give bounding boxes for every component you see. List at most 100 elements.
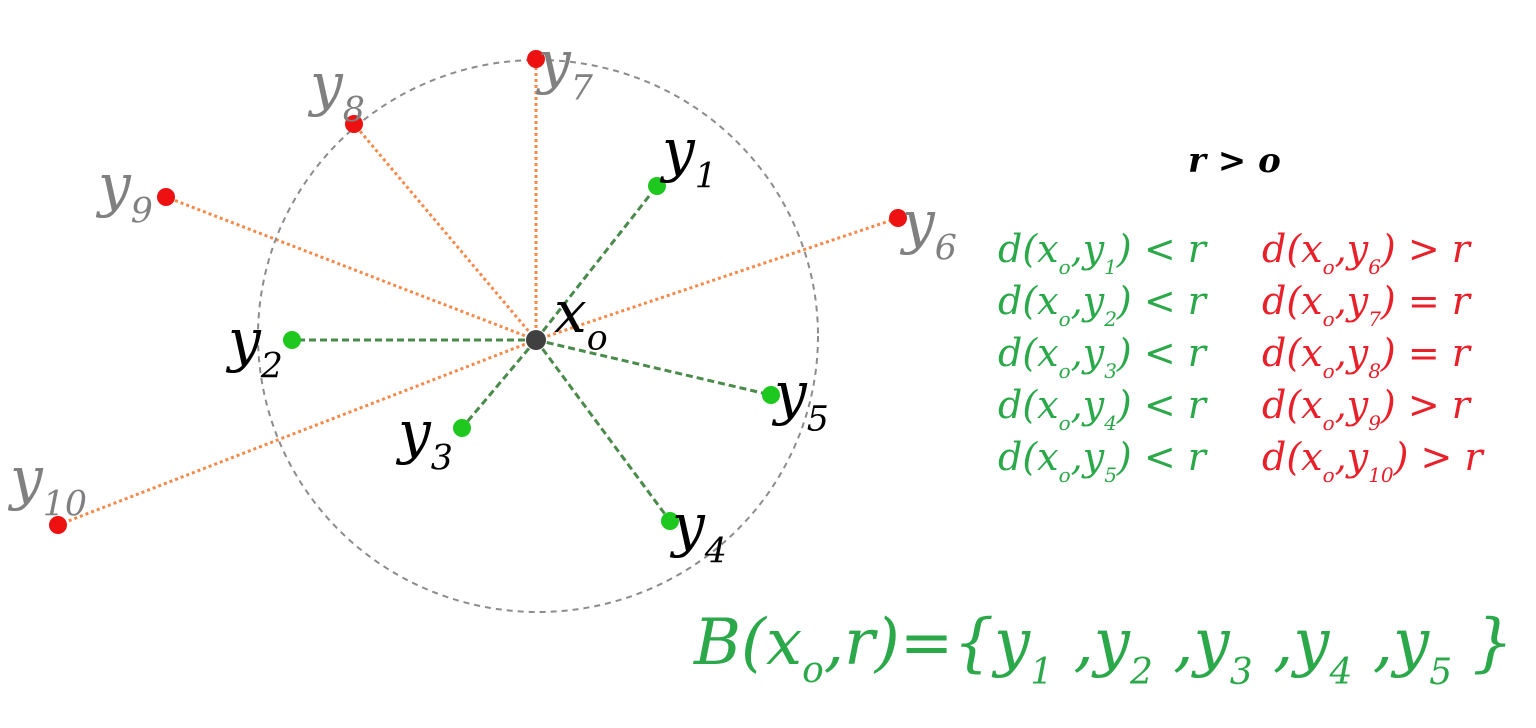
- relation-part: < r: [1132, 227, 1209, 271]
- relation-part: 8: [1368, 359, 1381, 383]
- outside-point-label: y7: [535, 28, 594, 108]
- relation-part: 10: [1368, 463, 1394, 487]
- relation-part: ,y: [1335, 383, 1369, 427]
- relation-part: ,y: [1335, 279, 1369, 323]
- formula-part: ,r)={: [824, 606, 994, 680]
- relation-part: d(x: [998, 227, 1059, 271]
- label-subscript: 4: [704, 531, 727, 571]
- relation-part: ): [1380, 383, 1396, 427]
- relation-part: o: [1323, 463, 1335, 487]
- label-subscript: 2: [260, 346, 283, 386]
- outside-relation: d(xo,y6) > r: [1262, 227, 1473, 279]
- inside-relation: d(xo,y5) < r: [998, 435, 1209, 487]
- relation-part: o: [1059, 307, 1071, 331]
- formula-part: y: [1290, 606, 1330, 680]
- outside-point-dot: [889, 209, 907, 227]
- relation-part: d(x: [1262, 435, 1323, 479]
- relation-part: ): [1116, 331, 1132, 375]
- relation-part: 5: [1104, 463, 1117, 487]
- formula-part: 5: [1429, 652, 1452, 693]
- label-subscript: 3: [431, 438, 453, 478]
- relation-part: ,y: [1335, 435, 1369, 479]
- ball-formula: B(xo,r)={y1 ,y2 ,y3 ,y4 ,y5 }: [693, 606, 1513, 693]
- relation-part: ,y: [1071, 435, 1105, 479]
- outside-point-label: y6: [899, 188, 957, 268]
- outside-distance-line: [57, 338, 537, 527]
- relation-part: 9: [1368, 411, 1381, 435]
- label-subscript: 6: [935, 228, 957, 268]
- relation-part: 4: [1103, 411, 1117, 435]
- label-subscript: 10: [43, 484, 87, 524]
- formula-part: o: [802, 650, 824, 691]
- relation-part: d(x: [998, 383, 1059, 427]
- relation-part: > r: [1396, 227, 1473, 271]
- center-point-dot: [526, 330, 546, 350]
- relation-part: 6: [1368, 255, 1381, 279]
- outside-distance-line: [352, 123, 538, 341]
- relation-part: ): [1393, 435, 1409, 479]
- inside-relation: d(xo,y4) < r: [998, 383, 1209, 435]
- relation-part: o: [1323, 359, 1335, 383]
- relation-part: ): [1116, 227, 1132, 271]
- relation-part: o: [1323, 255, 1335, 279]
- formula-part: 1: [1030, 652, 1053, 693]
- inside-point-label: y5: [771, 359, 829, 439]
- outside-relation: d(xo,y9) > r: [1262, 383, 1473, 435]
- formula-part: y: [1191, 606, 1231, 680]
- relation-part: = r: [1396, 331, 1473, 375]
- label-main: y: [225, 306, 262, 374]
- label-main: y: [395, 398, 432, 466]
- radius-condition: r > o: [1188, 141, 1281, 181]
- relation-part: ,y: [1335, 227, 1369, 271]
- outside-point-dot: [157, 188, 175, 206]
- relation-part: < r: [1132, 383, 1209, 427]
- relation-part: o: [1059, 463, 1071, 487]
- outside-point-label: y10: [7, 444, 87, 524]
- outside-point-dot: [527, 50, 545, 68]
- relation-part: ,y: [1071, 279, 1105, 323]
- inside-point-label: y1: [659, 116, 717, 196]
- formula-part: ,: [1352, 606, 1393, 680]
- relation-part: ): [1116, 435, 1132, 479]
- label-subscript: o: [587, 318, 608, 358]
- label-main: y: [307, 50, 344, 118]
- outside-point-dot: [345, 115, 363, 133]
- inside-point-dot: [648, 177, 666, 195]
- outside-distance-line: [165, 195, 537, 342]
- formula-part: y: [1390, 606, 1430, 680]
- formula-part: }: [1452, 606, 1513, 680]
- label-main: y: [95, 151, 132, 219]
- relation-part: < r: [1132, 435, 1209, 479]
- relation-part: ): [1380, 331, 1396, 375]
- inside-relation: d(xo,y3) < r: [998, 331, 1209, 383]
- relation-part: d(x: [998, 279, 1059, 323]
- label-subscript: 5: [807, 399, 829, 439]
- relation-part: 7: [1368, 307, 1381, 331]
- relation-part: ): [1380, 227, 1396, 271]
- label-main: y: [669, 491, 706, 559]
- label-subscript: 7: [571, 68, 594, 108]
- relation-part: 1: [1104, 255, 1117, 279]
- label-main: x: [554, 278, 587, 346]
- inside-distance-line: [460, 339, 538, 429]
- outside-relation: d(xo,y10) > r: [1262, 435, 1485, 487]
- formula-part: ,: [1153, 606, 1194, 680]
- outside-relation: d(xo,y8) = r: [1262, 331, 1473, 383]
- inside-distance-line: [535, 338, 772, 397]
- relation-part: ,y: [1335, 331, 1369, 375]
- relation-part: d(x: [1262, 331, 1323, 375]
- formula-part: y: [1091, 606, 1131, 680]
- formula-part: ,: [1253, 606, 1294, 680]
- outside-point-label: y9: [95, 151, 153, 231]
- label-subscript: 8: [343, 90, 365, 130]
- formula-part: 2: [1129, 652, 1153, 693]
- relation-part: d(x: [998, 331, 1059, 375]
- relation-part: o: [1059, 359, 1071, 383]
- relation-part: ,y: [1071, 227, 1105, 271]
- formula-part: y: [991, 606, 1031, 680]
- label-main: y: [7, 444, 44, 512]
- label-main: y: [899, 188, 936, 256]
- outside-point-dot: [49, 516, 67, 534]
- inside-point-dot: [453, 419, 471, 437]
